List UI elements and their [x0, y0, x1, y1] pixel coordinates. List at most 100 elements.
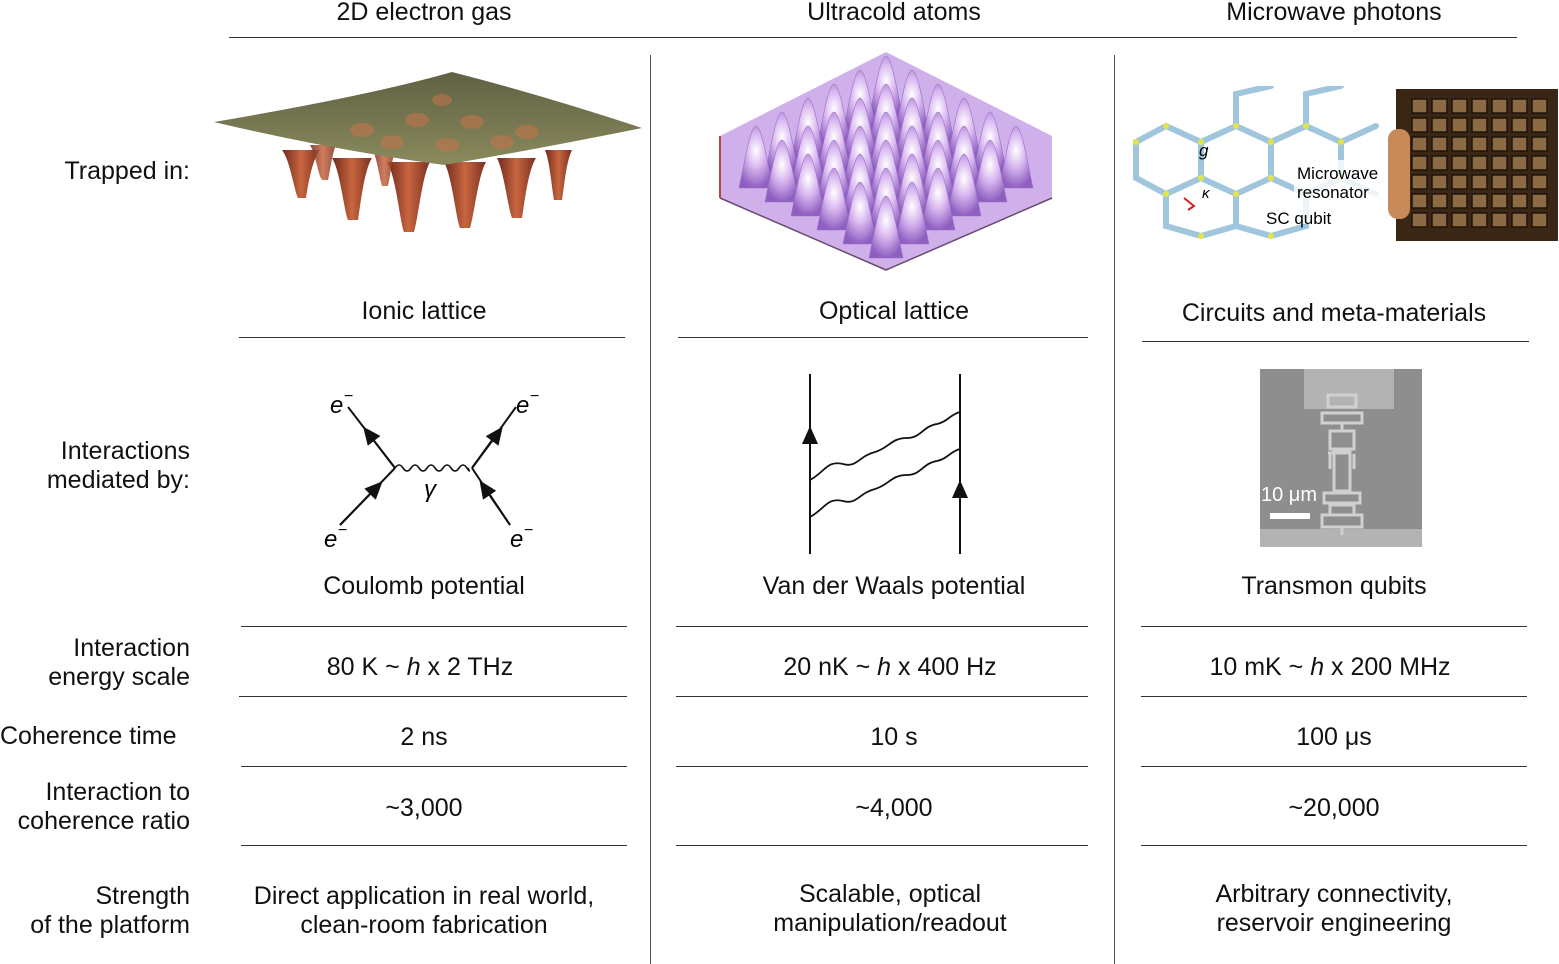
metamaterial-cell: [1491, 155, 1508, 171]
lattice-peak: [790, 153, 826, 217]
metamaterial-cell: [1511, 155, 1528, 171]
metamaterial-cell: [1511, 117, 1528, 133]
column-separator-1: [650, 55, 651, 964]
metamaterial-cell: [1511, 193, 1528, 209]
metamaterial-photo: [1388, 89, 1558, 241]
rule-row-3d: [1141, 845, 1527, 846]
circuit-lattice-diagram: g κ Microwave resonator SC qubit: [1133, 86, 1386, 240]
lattice-label-optical: Optical lattice: [818, 297, 970, 325]
metamaterial-cell: [1531, 193, 1548, 209]
metamaterial-cell: [1451, 136, 1468, 152]
metamaterial-cell: [1531, 98, 1548, 114]
svg-text:γ: γ: [424, 476, 438, 503]
metamaterial-cell: [1531, 136, 1548, 152]
svg-text:κ: κ: [1202, 185, 1211, 202]
metamaterial-cell: [1411, 212, 1428, 228]
transmon-sem-image: 10 μm: [1260, 369, 1422, 547]
ionic-lattice-surface: [214, 72, 642, 232]
coherence-photons: 100 μs: [1296, 723, 1372, 751]
rule-row-1d: [241, 845, 627, 846]
metamaterial-cell: [1431, 193, 1448, 209]
metamaterial-cell: [1471, 136, 1488, 152]
ratio-photons: ~20,000: [1288, 794, 1380, 822]
lattice-peak: [868, 195, 904, 259]
metamaterial-cell: [1451, 117, 1468, 133]
lattice-peak: [764, 139, 800, 203]
energy-photons: 10 mK ~ h x 200 MHz: [1209, 653, 1451, 681]
metamaterial-cell: [1471, 155, 1488, 171]
metamaterial-cell: [1511, 136, 1528, 152]
lattice-peak: [946, 153, 982, 217]
qubit-nodes: [1133, 123, 1344, 239]
column-separator-2: [1114, 55, 1115, 964]
metamaterial-cell: [1451, 212, 1468, 228]
metamaterial-cell: [1471, 193, 1488, 209]
header-rule: [229, 37, 1517, 38]
svg-text:e: e: [330, 392, 343, 419]
lattice-peak: [972, 139, 1008, 203]
lattice-peak: [920, 167, 956, 231]
van-der-waals-diagram: [802, 374, 968, 554]
metamaterial-cell: [1411, 174, 1428, 190]
metamaterial-cell: [1431, 117, 1448, 133]
metamaterial-cell: [1411, 117, 1428, 133]
metamaterial-cell: [1511, 98, 1528, 114]
rule-row-1a: [241, 626, 627, 627]
lattice-peak: [998, 125, 1034, 189]
svg-text:−: −: [524, 522, 533, 539]
metamaterial-cell: [1531, 174, 1548, 190]
strength-2deg: Direct application in real world,clean-r…: [253, 882, 595, 939]
metamaterial-cell: [1531, 212, 1548, 228]
potential-transmon: Transmon qubits: [1241, 572, 1427, 600]
metamaterial-cell: [1511, 212, 1528, 228]
metamaterial-cell: [1531, 117, 1548, 133]
metamaterial-cell: [1491, 174, 1508, 190]
finger: [1388, 129, 1410, 219]
metamaterial-cell: [1451, 174, 1468, 190]
metamaterial-cell: [1491, 136, 1508, 152]
metamaterial-cell: [1431, 155, 1448, 171]
header-ultracold-atoms: Ultracold atoms: [807, 0, 981, 26]
metamaterial-cell: [1411, 193, 1428, 209]
sem-top-pad: [1304, 369, 1394, 409]
rule-row-3a: [1141, 626, 1527, 627]
metamaterial-cell: [1511, 174, 1528, 190]
lattice-label-circuits: Circuits and meta-materials: [1181, 299, 1487, 327]
svg-text:−: −: [530, 388, 539, 405]
energy-2deg: 80 K ~ h x 2 THz: [326, 653, 514, 681]
sem-bottom-pad: [1260, 529, 1422, 547]
coherence-2deg: 2 ns: [400, 723, 448, 751]
optical-lattice-surface: [719, 52, 1053, 271]
scale-bar-label: 10 μm: [1261, 484, 1317, 506]
rule-row-1c: [241, 766, 627, 767]
feynman-diagram-coulomb: e − e − e − e − γ: [324, 388, 539, 553]
svg-text:e: e: [516, 392, 529, 419]
metamaterial-cell: [1491, 212, 1508, 228]
metamaterial-cell: [1431, 212, 1448, 228]
rule-row-2d: [676, 845, 1088, 846]
potential-coulomb: Coulomb potential: [323, 572, 525, 600]
transmon-junction: [1320, 393, 1364, 535]
rule-row-2a: [676, 626, 1088, 627]
metamaterial-cell: [1471, 174, 1488, 190]
strength-photons: Arbitrary connectivity,reservoir enginee…: [1215, 880, 1453, 937]
metamaterial-cell: [1491, 98, 1508, 114]
scale-bar: [1270, 513, 1310, 519]
metamaterial-cell: [1491, 117, 1508, 133]
ratio-atoms: ~4,000: [855, 794, 933, 822]
header-2d-electron-gas: 2D electron gas: [336, 0, 512, 26]
metamaterial-cell: [1451, 193, 1468, 209]
potential-wells: [282, 145, 572, 232]
metamaterial-cell: [1531, 155, 1548, 171]
energy-atoms: 20 nK ~ h x 400 Hz: [783, 653, 997, 681]
metamaterial-cell: [1431, 174, 1448, 190]
rule-row-1b: [239, 696, 627, 697]
svg-text:e: e: [510, 526, 523, 553]
photon-line: [394, 464, 471, 472]
row-label-trapped: Trapped in:: [64, 157, 190, 185]
metamaterial-cell: [1431, 136, 1448, 152]
